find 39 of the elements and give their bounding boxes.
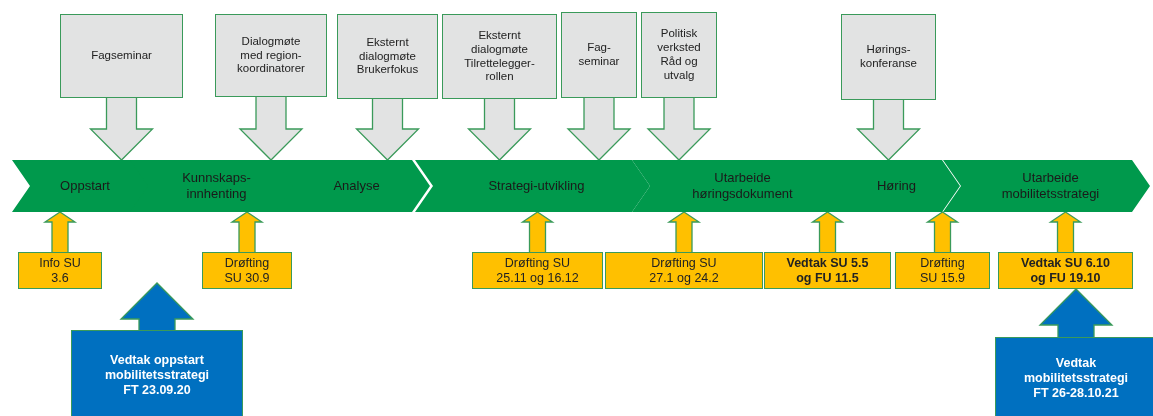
block-arrow: [1048, 211, 1083, 254]
meeting-card: Hørings-konferanse: [841, 14, 936, 100]
decision-card: Drøfting SU 25.11 og 16.12: [472, 252, 603, 289]
phase-label: Kunnskaps-innhenting: [181, 170, 252, 202]
decision-card: Info SU 3.6: [18, 252, 102, 289]
phase-label: Utarbeide mobilitetsstrategi: [1000, 170, 1101, 202]
meeting-card: Fag-seminar: [561, 12, 637, 98]
block-arrow: [238, 95, 304, 161]
resolution-card: Vedtak mobilitetsstrategi FT 26-28.10.21: [995, 337, 1153, 416]
block-arrow: [466, 97, 533, 161]
block-arrow: [88, 96, 155, 161]
decision-card: Drøfting SU 15.9: [895, 252, 990, 289]
meeting-card: Politisk verksted Råd og utvalg: [641, 12, 717, 98]
block-arrow: [925, 211, 960, 254]
block-arrow: [354, 97, 421, 161]
decision-card: Vedtak SU 6.10 og FU 19.10: [998, 252, 1133, 289]
block-arrow: [520, 211, 555, 254]
block-arrow: [810, 211, 845, 254]
block-arrow: [566, 96, 632, 161]
phase-label: Analyse: [333, 178, 380, 194]
block-arrow: [119, 282, 195, 332]
phase-label: Høring: [877, 178, 916, 194]
block-arrow: [1038, 288, 1114, 339]
meeting-card: Fagseminar: [60, 14, 183, 98]
block-arrow: [646, 96, 712, 161]
decision-card: Vedtak SU 5.5 og FU 11.5: [764, 252, 891, 289]
phase-label: Utarbeide høringsdokument: [691, 170, 794, 202]
phase-label: Strategi-utvikling: [488, 178, 585, 194]
decision-card: Drøfting SU 30.9: [202, 252, 292, 289]
resolution-card: Vedtak oppstart mobilitetsstrategi FT 23.09.20: [71, 330, 243, 416]
decision-card: Drøfting SU 27.1 og 24.2: [605, 252, 763, 289]
block-arrow: [666, 211, 702, 254]
meeting-card: Dialogmøte med region-koordinatorer: [215, 14, 327, 97]
meeting-card: Eksternt dialogmøte Tilrettelegger-rollen: [442, 14, 557, 99]
meeting-card: Eksternt dialogmøte Brukerfokus: [337, 14, 438, 99]
block-arrow: [855, 98, 922, 161]
phase-label: Oppstart: [60, 178, 110, 194]
block-arrow: [229, 211, 265, 254]
block-arrow: [42, 211, 78, 254]
